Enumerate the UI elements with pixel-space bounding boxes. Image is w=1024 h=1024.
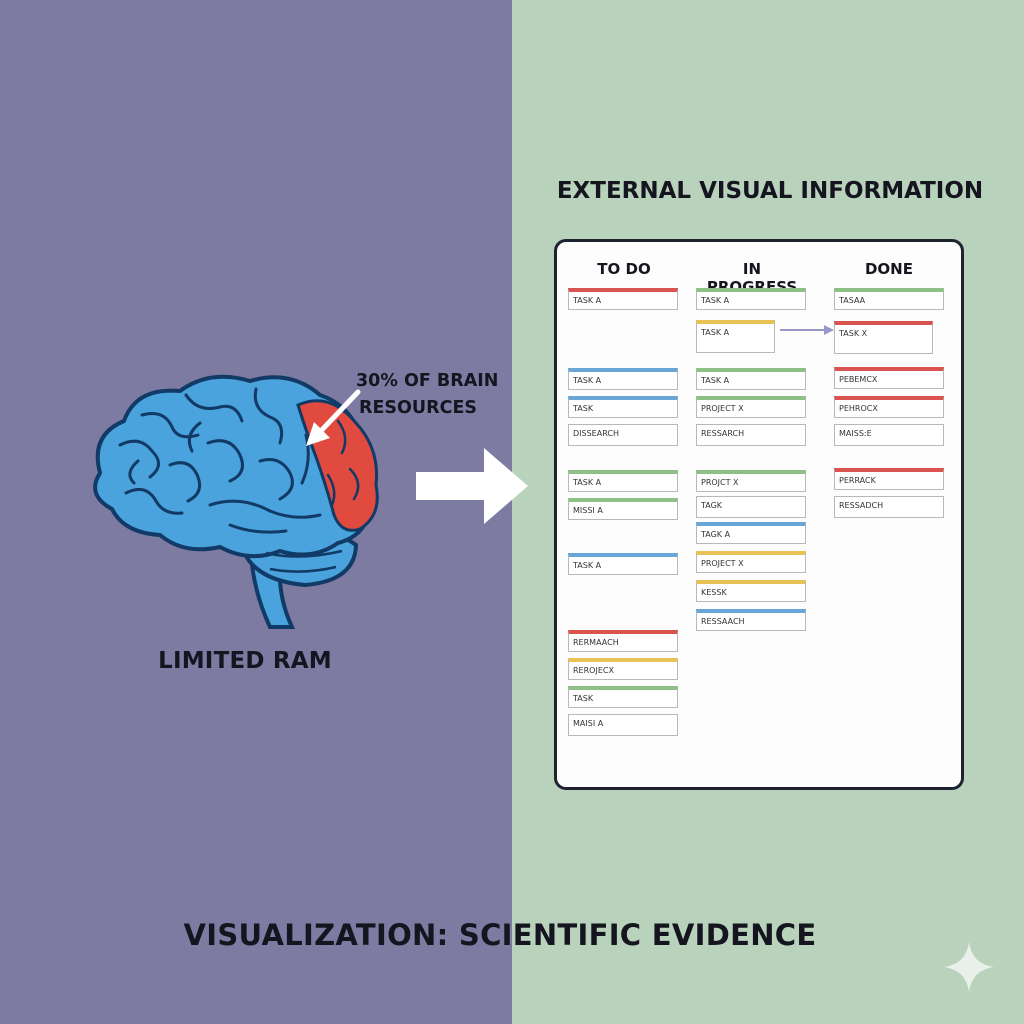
big-arrow-icon (416, 448, 528, 524)
done-card-5[interactable]: MAISS:E (834, 424, 944, 446)
todo-card-11[interactable]: MAISI A (568, 714, 678, 736)
done-card-3[interactable]: PEBEMCX (834, 367, 944, 389)
highlight-folds (326, 419, 360, 507)
todo-card-3[interactable]: TASK (568, 396, 678, 418)
todo-card-6[interactable]: MISSI A (568, 498, 678, 520)
column-header-done: DONE (864, 260, 913, 278)
todo-card-9[interactable]: REROJECX (568, 658, 678, 680)
progress-card-4[interactable]: PROJECT X (696, 396, 806, 418)
todo-card-5[interactable]: TASK A (568, 470, 678, 492)
progress-card-5[interactable]: RESSARCH (696, 424, 806, 446)
footer-title: VISUALIZATION: SCIENTIFIC EVIDENCE (183, 918, 817, 952)
done-card-7[interactable]: RESSADCH (834, 496, 944, 518)
todo-card-7[interactable]: TASK A (568, 553, 678, 575)
todo-card-8[interactable]: RERMAACH (568, 630, 678, 652)
progress-card-2[interactable]: TASK A (696, 320, 775, 353)
progress-card-11[interactable]: RESSAACH (696, 609, 806, 631)
callout-label: 30% OF BRAIN RESOURCES (356, 368, 506, 422)
todo-card-1[interactable]: TASK A (568, 288, 678, 310)
todo-card-4[interactable]: DISSEARCH (568, 424, 678, 446)
progress-card-8[interactable]: TAGK A (696, 522, 806, 544)
progress-card-10[interactable]: KESSK (696, 580, 806, 602)
callout-line-1: 30% OF BRAIN (356, 371, 499, 391)
move-arrow-icon (780, 325, 834, 335)
todo-card-2[interactable]: TASK A (568, 368, 678, 390)
board-title: EXTERNAL VISUAL INFORMATION (556, 178, 984, 204)
callout-line-2: RESOURCES (359, 398, 477, 418)
done-card-6[interactable]: PERRACK (834, 468, 944, 490)
done-card-4[interactable]: PEHROCX (834, 396, 944, 418)
progress-card-1[interactable]: TASK A (696, 288, 806, 310)
sparkle-icon (944, 942, 994, 992)
progress-card-9[interactable]: PROJECT X (696, 551, 806, 573)
brain-caption: LIMITED RAM (158, 648, 332, 674)
todo-card-10[interactable]: TASK (568, 686, 678, 708)
cerebellum-folds (265, 549, 343, 573)
column-header-todo: TO DO (597, 260, 651, 278)
progress-card-6[interactable]: PROJCT X (696, 470, 806, 492)
done-card-2[interactable]: TASK X (834, 321, 933, 354)
done-card-1[interactable]: TASAA (834, 288, 944, 310)
progress-card-3[interactable]: TASK A (696, 368, 806, 390)
progress-card-7[interactable]: TAGK (696, 496, 806, 518)
callout-arrow-icon (306, 389, 361, 446)
brain-folds (118, 387, 322, 534)
